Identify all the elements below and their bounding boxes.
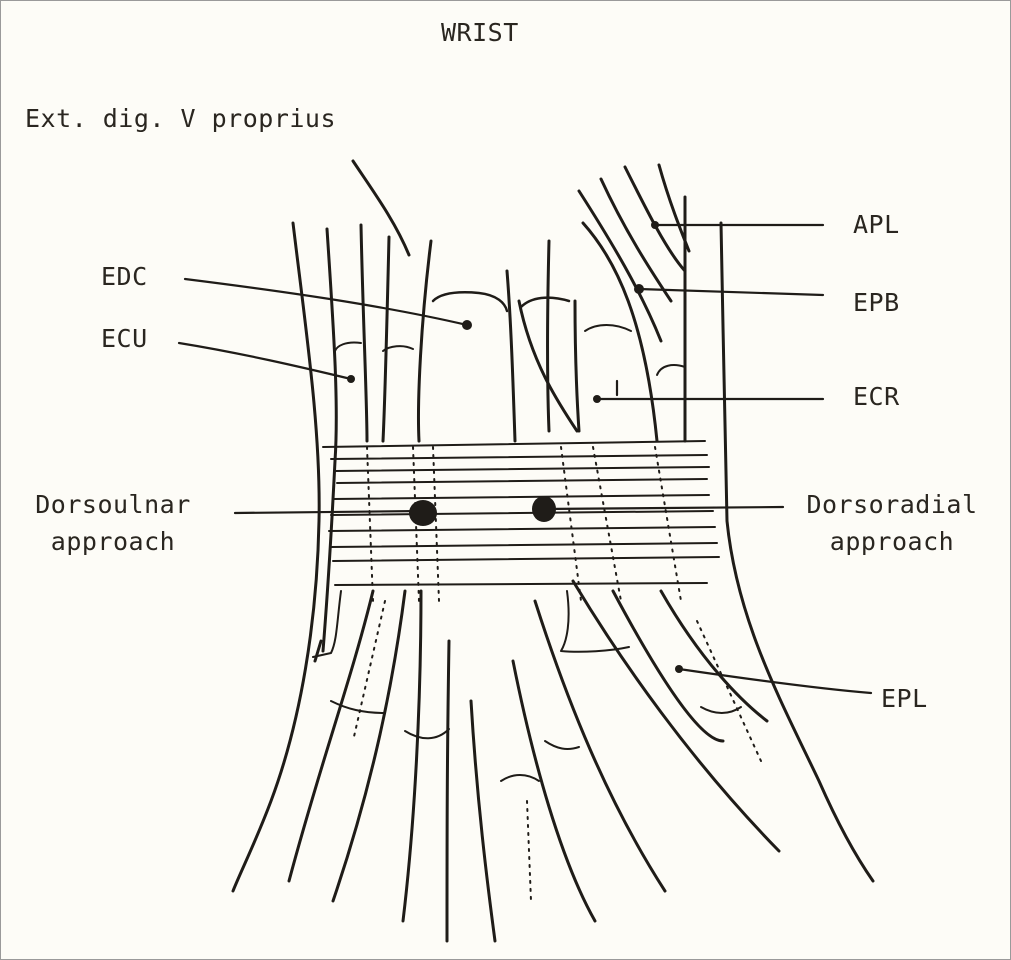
dorsoulnar-line-1: Dorsoulnar	[35, 490, 191, 519]
dorsoulnar-portal	[409, 500, 437, 526]
edc-leader	[183, 277, 469, 327]
ecr-dot	[593, 395, 601, 403]
label-dorsoulnar-approach: Dorsoulnar approach	[15, 490, 211, 557]
central-tendons	[505, 239, 632, 443]
edc-dot	[462, 320, 472, 330]
extensor-retinaculum	[322, 440, 720, 602]
ulnar-tendons	[231, 159, 509, 893]
label-edc: EDC	[101, 262, 148, 291]
epb-dot	[634, 284, 644, 294]
apl-dot	[651, 221, 659, 229]
epb-leader	[637, 287, 825, 297]
ecu-dot	[347, 375, 355, 383]
dorsoradial-line-1: Dorsoradial	[806, 490, 978, 519]
label-ext-dig-v-proprius: Ext. dig. V proprius	[25, 104, 337, 133]
label-ecr: ECR	[853, 382, 900, 411]
epl-leader	[677, 667, 873, 695]
markers	[347, 221, 683, 673]
label-ecu: ECU	[101, 324, 148, 353]
label-apl: APL	[853, 210, 900, 239]
distal-tendons	[287, 579, 781, 943]
dorsoradial-leader	[539, 505, 785, 511]
dorsoradial-line-2: approach	[829, 526, 955, 556]
epl-dot	[675, 665, 683, 673]
leader-lines	[177, 223, 873, 695]
label-epb: EPB	[853, 288, 900, 317]
dorsoulnar-leader	[233, 509, 425, 515]
label-dorsoradial-approach: Dorsoradial approach	[787, 490, 997, 557]
label-epl: EPL	[881, 684, 928, 713]
ecu-leader	[177, 341, 353, 381]
dorsoulnar-line-2: approach	[50, 526, 176, 556]
dorsoradial-portal	[532, 496, 556, 522]
figure-title: WRIST	[441, 18, 519, 47]
